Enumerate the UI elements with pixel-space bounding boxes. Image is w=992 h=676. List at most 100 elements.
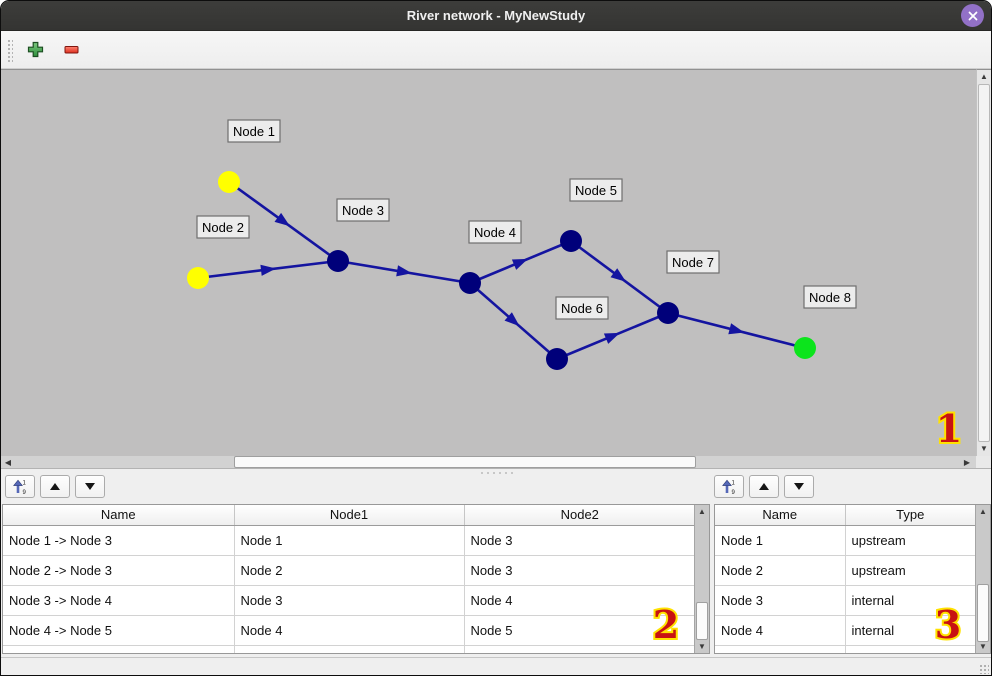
column-header[interactable]: Node1 — [234, 505, 465, 526]
canvas-vertical-scrollbar[interactable]: ▲ ▼ — [976, 69, 991, 456]
remove-button[interactable] — [57, 36, 85, 64]
scroll-left-icon[interactable]: ◀ — [4, 457, 12, 467]
up-arrow-icon — [50, 483, 60, 490]
table-cell[interactable]: upstream — [845, 525, 975, 556]
plus-icon — [27, 41, 43, 58]
table-cell[interactable]: Node 1 -> Node 3 — [3, 525, 235, 556]
nodes-table-scrollbar[interactable]: ▲ ▼ — [975, 505, 990, 653]
node-label-box — [666, 250, 720, 274]
graph-node[interactable] — [187, 267, 209, 289]
move-up-button[interactable] — [749, 475, 779, 498]
node-label[interactable]: Node 1 — [227, 119, 281, 143]
move-down-button[interactable] — [784, 475, 814, 498]
main-toolbar — [1, 31, 991, 69]
pane-splitter[interactable] — [1, 468, 991, 475]
node-label-box — [196, 215, 250, 239]
column-header[interactable]: Type — [845, 505, 975, 526]
scroll-down-icon[interactable]: ▼ — [698, 641, 706, 651]
table-cell[interactable]: Node 1 — [715, 525, 846, 556]
table-cell[interactable]: Node 5 — [464, 615, 695, 646]
node-label[interactable]: Node 7 — [666, 250, 720, 274]
move-up-button[interactable] — [40, 475, 70, 498]
edge-arrow-icon — [603, 332, 620, 344]
titlebar[interactable]: River network - MyNewStudy — [1, 1, 991, 31]
table-cell[interactable]: Node 3 -> Node 4 — [3, 585, 235, 616]
scroll-up-icon[interactable]: ▲ — [698, 506, 706, 516]
node-label-text: Node 5 — [575, 183, 617, 198]
table-cell[interactable]: Node 2 -> Node 3 — [3, 555, 235, 586]
nodes-toolbar: 1 9 — [714, 475, 814, 499]
resize-grip-icon[interactable] — [979, 664, 989, 674]
minus-icon — [64, 46, 78, 54]
table-cell[interactable]: Node 3 — [464, 525, 695, 556]
graph-node[interactable] — [794, 337, 816, 359]
table-cell[interactable]: Node 2 — [715, 555, 846, 586]
close-button[interactable] — [961, 4, 984, 27]
svg-text:1: 1 — [23, 480, 27, 486]
graph-node[interactable] — [546, 348, 568, 370]
edge-arrow-icon — [728, 323, 745, 335]
column-header[interactable]: Name — [3, 505, 235, 526]
node-label[interactable]: Node 5 — [569, 178, 623, 202]
node-label[interactable]: Node 2 — [196, 215, 250, 239]
node-label[interactable]: Node 3 — [336, 198, 390, 222]
graph-node[interactable] — [560, 230, 582, 252]
table-cell[interactable]: Node 4 — [464, 585, 695, 616]
table-cell[interactable]: Node 4 — [234, 615, 465, 646]
scroll-down-icon[interactable]: ▼ — [980, 444, 988, 453]
scroll-thumb[interactable] — [696, 602, 708, 640]
table-cell[interactable]: internal — [845, 615, 975, 646]
scroll-down-icon[interactable]: ▼ — [979, 641, 987, 651]
node-label[interactable]: Node 6 — [555, 296, 609, 320]
graph-node[interactable] — [218, 171, 240, 193]
node-label[interactable]: Node 8 — [803, 285, 857, 309]
column-header[interactable]: Node2 — [464, 505, 695, 526]
graph-node[interactable] — [459, 272, 481, 294]
table-cell[interactable]: Node 3 — [464, 555, 695, 586]
column-header[interactable]: Name — [715, 505, 846, 526]
close-icon — [968, 11, 977, 20]
table-cell[interactable]: Node 4 -> Node 5 — [3, 615, 235, 646]
move-down-button[interactable] — [75, 475, 105, 498]
scrollbar-corner — [976, 456, 991, 469]
add-button[interactable] — [21, 36, 49, 64]
canvas-horizontal-scrollbar[interactable]: ◀ ▶ — [1, 456, 976, 469]
network-canvas[interactable]: Node 1 Node 2 Node 3 Node 4 Node 5 Node 6 Node… — [1, 69, 976, 456]
reaches-table-scrollbar[interactable]: ▲ ▼ — [694, 505, 709, 653]
down-arrow-icon — [85, 483, 95, 490]
graph-node[interactable] — [657, 302, 679, 324]
canvas-hscroll-thumb[interactable] — [234, 456, 696, 468]
scroll-up-icon[interactable]: ▲ — [980, 72, 988, 81]
canvas-vscroll-thumb[interactable] — [978, 84, 990, 442]
table-cell[interactable]: Node 2 — [234, 555, 465, 586]
table-cell[interactable]: Node 1 — [234, 525, 465, 556]
sort-button[interactable]: 1 9 — [714, 475, 744, 498]
table-cell[interactable]: upstream — [845, 555, 975, 586]
table-cell[interactable]: internal — [845, 585, 975, 616]
table-cell[interactable]: Node 3 — [715, 585, 846, 616]
sort-ascending-icon: 1 9 — [722, 479, 736, 495]
table-cell[interactable]: Node 4 — [715, 615, 846, 646]
node-label-text: Node 8 — [809, 290, 851, 305]
node-label[interactable]: Node 4 — [468, 220, 522, 244]
scroll-right-icon[interactable]: ▶ — [963, 457, 971, 467]
table-cell[interactable]: Node 3 — [234, 585, 465, 616]
toolbar-drag-handle[interactable] — [6, 37, 13, 62]
sort-button[interactable]: 1 9 — [5, 475, 35, 498]
node-label-box — [555, 296, 609, 320]
scroll-thumb[interactable] — [977, 584, 989, 642]
scroll-up-icon[interactable]: ▲ — [979, 506, 987, 516]
graph-node[interactable] — [327, 250, 349, 272]
